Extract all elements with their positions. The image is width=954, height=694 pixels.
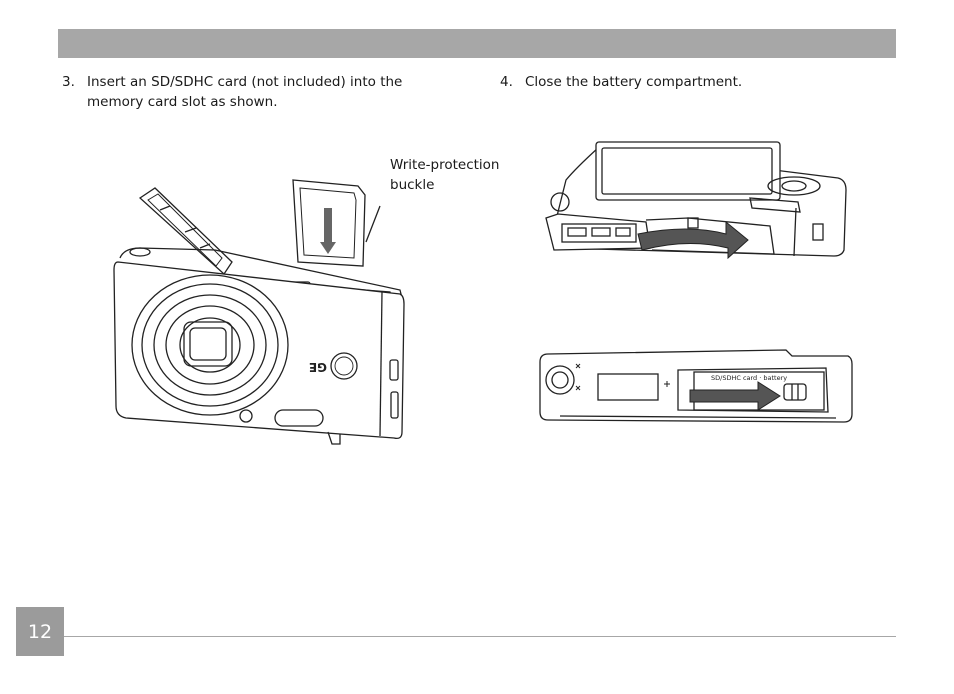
header-bar [58, 29, 896, 58]
callout-line [365, 205, 381, 243]
write-protection-label: Write-protection buckle [390, 157, 500, 193]
brand-mark: GE [309, 360, 327, 374]
lock-door-illustration: SD/SDHC card · battery [539, 349, 853, 423]
step-3-number: 3. [62, 74, 75, 90]
step-4: 4. Close the battery compartment. [500, 72, 890, 92]
straight-arrow-icon [689, 381, 781, 411]
step-3-text: Insert an SD/SDHC card (not included) in… [87, 74, 403, 110]
step-4-number: 4. [500, 74, 513, 90]
sd-card [292, 179, 366, 267]
lcd-screen [595, 141, 781, 201]
camera-body [113, 261, 405, 440]
battery-door [138, 187, 233, 275]
step-3: 3. Insert an SD/SDHC card (not included)… [62, 72, 462, 112]
footer-divider [64, 636, 896, 637]
page-number: 12 [16, 607, 64, 656]
ge-logo-icon [330, 352, 358, 380]
tripod-socket-icon [545, 365, 575, 395]
compartment-label: SD/SDHC card · battery [711, 374, 787, 382]
sd-card-insertion-illustration: GE [113, 179, 405, 445]
curved-arrow-icon [637, 220, 749, 260]
lens-icon [131, 274, 289, 416]
step-4-text: Close the battery compartment. [525, 74, 743, 90]
closing-door-illustration [545, 141, 847, 260]
